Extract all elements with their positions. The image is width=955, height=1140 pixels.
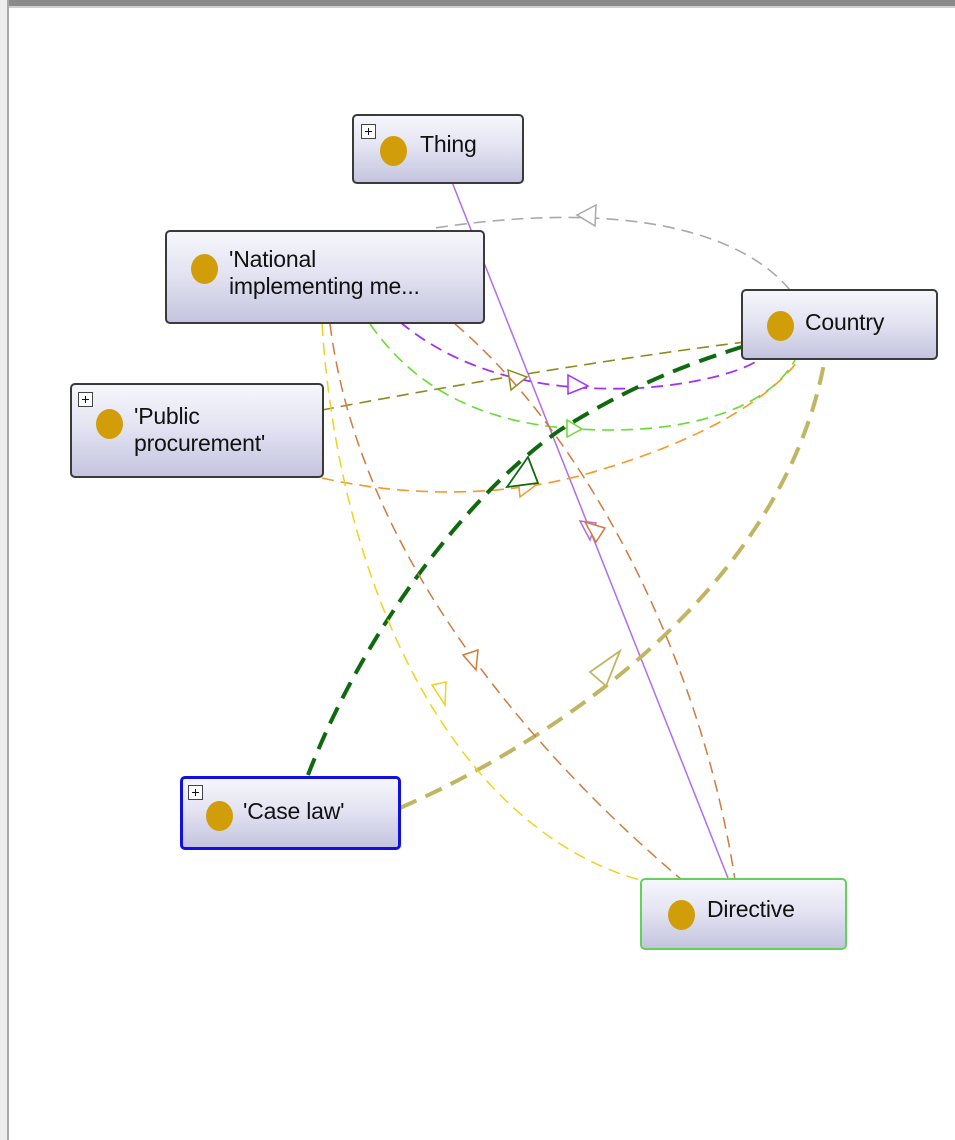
- class-icon: [767, 311, 794, 341]
- arrowhead-national-country-purple: [567, 373, 590, 396]
- edge-public-country-olive[interactable]: [321, 341, 746, 411]
- edge-national-directive-yellow[interactable]: [321, 323, 641, 881]
- class-icon: [668, 900, 695, 930]
- node-label: Directive: [707, 896, 795, 922]
- window-left-border: [0, 0, 9, 1140]
- edge-caselaw-country-khaki[interactable]: [399, 357, 827, 810]
- expand-icon[interactable]: [78, 392, 93, 407]
- node-directive[interactable]: Directive: [640, 878, 847, 950]
- edge-public-country-orange[interactable]: [321, 357, 801, 493]
- edge-caselaw-country-darkgreen[interactable]: [306, 343, 749, 776]
- arrowhead-country-national-gray: [575, 203, 597, 228]
- class-icon: [191, 254, 218, 284]
- class-icon: [206, 801, 233, 831]
- node-label: 'Public procurement': [134, 403, 266, 456]
- node-label: Country: [805, 309, 885, 335]
- window-top-highlight: [0, 6, 955, 8]
- arrowhead-national-directive-yellow: [430, 681, 447, 708]
- arrowhead-national-directive-orange-b: [583, 520, 607, 544]
- node-public-procurement[interactable]: 'Public procurement': [70, 383, 324, 478]
- edge-national-country-purple[interactable]: [399, 321, 766, 390]
- edge-national-country-green[interactable]: [369, 323, 796, 431]
- expand-icon[interactable]: [361, 124, 376, 139]
- node-label: 'Case law': [243, 798, 345, 824]
- class-icon: [96, 409, 123, 439]
- window-top-border: [0, 0, 955, 6]
- node-thing[interactable]: Thing: [352, 114, 524, 184]
- edge-national-directive-orange-a[interactable]: [329, 323, 683, 881]
- arrowhead-caselaw-country-darkgreen: [505, 455, 540, 489]
- node-label: 'National implementing me...: [229, 246, 420, 299]
- arrowhead-national-country-green: [566, 418, 584, 439]
- class-icon: [380, 136, 407, 166]
- arrowhead-national-directive-orange-a: [461, 648, 479, 672]
- arrowhead-caselaw-country-khaki: [588, 648, 622, 688]
- node-label: Thing: [420, 131, 477, 157]
- edge-national-directive-orange-b[interactable]: [454, 323, 736, 881]
- expand-icon[interactable]: [188, 785, 203, 800]
- node-country[interactable]: Country: [741, 289, 938, 360]
- arrowhead-public-country-olive: [507, 368, 529, 392]
- node-national-implementing-measures[interactable]: 'National implementing me...: [165, 230, 485, 324]
- edge-country-national-gray[interactable]: [434, 216, 791, 291]
- node-case-law[interactable]: 'Case law': [180, 776, 401, 850]
